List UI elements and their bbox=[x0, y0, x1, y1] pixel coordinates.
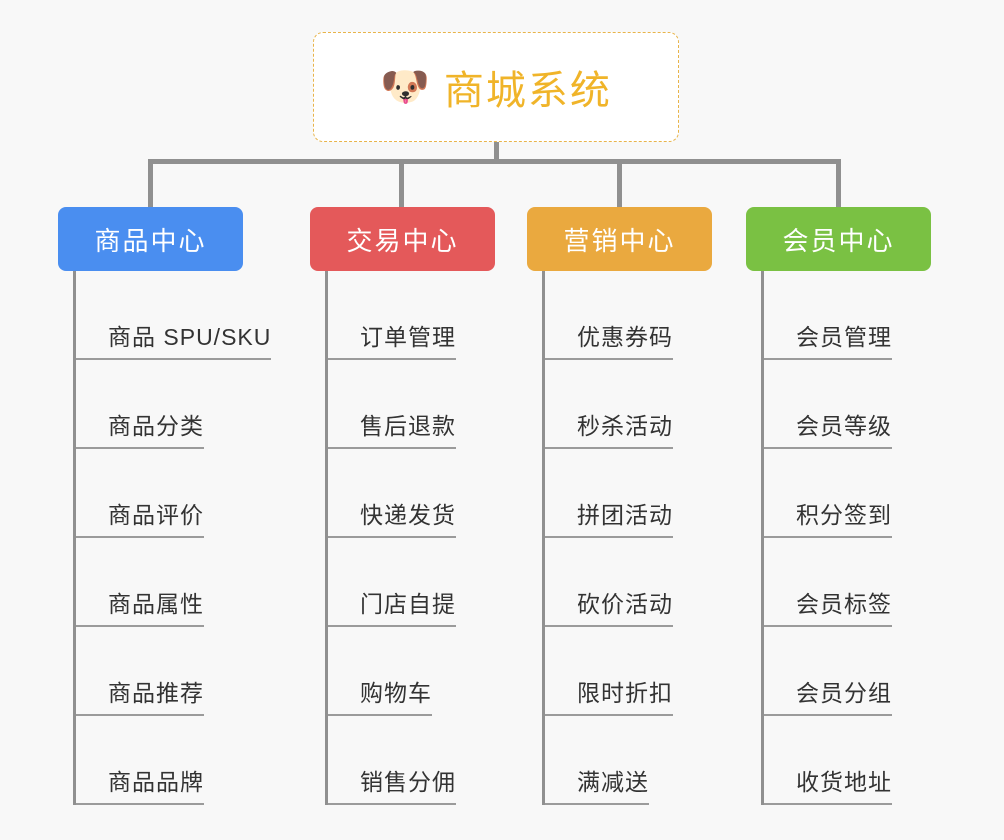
leaf-connector bbox=[764, 358, 796, 360]
list-item-label: 限时折扣 bbox=[577, 674, 673, 716]
leaf-connector bbox=[76, 358, 108, 360]
list-item-label: 会员分组 bbox=[796, 674, 892, 716]
leaf-connector bbox=[328, 625, 360, 627]
leaf-connector bbox=[545, 803, 577, 805]
list-item[interactable]: 优惠券码 bbox=[545, 271, 712, 360]
leaf-connector bbox=[764, 625, 796, 627]
root-node[interactable]: 🐶 商城系统 bbox=[313, 32, 679, 142]
list-item[interactable]: 会员分组 bbox=[764, 627, 931, 716]
list-item-label: 购物车 bbox=[360, 674, 432, 716]
leaf-connector bbox=[76, 714, 108, 716]
list-item-label: 秒杀活动 bbox=[577, 407, 673, 449]
leaf-connector bbox=[545, 625, 577, 627]
shiba-dog-face-icon: 🐶 bbox=[380, 65, 430, 109]
list-item[interactable]: 销售分佣 bbox=[328, 716, 495, 805]
leaf-list-4: 会员管理 会员等级 积分签到 会员标签 会员分组 收货地址 bbox=[761, 271, 931, 805]
list-item[interactable]: 砍价活动 bbox=[545, 538, 712, 627]
list-item-label: 商品推荐 bbox=[108, 674, 204, 716]
list-item-label: 商品分类 bbox=[108, 407, 204, 449]
leaf-connector bbox=[328, 358, 360, 360]
connector-drop-3 bbox=[617, 159, 622, 207]
leaf-connector bbox=[76, 625, 108, 627]
list-item-label: 积分签到 bbox=[796, 496, 892, 538]
leaf-connector bbox=[764, 714, 796, 716]
leaf-connector bbox=[76, 803, 108, 805]
list-item[interactable]: 购物车 bbox=[328, 627, 495, 716]
leaf-connector bbox=[545, 536, 577, 538]
list-item[interactable]: 商品品牌 bbox=[76, 716, 271, 805]
list-item[interactable]: 商品分类 bbox=[76, 360, 271, 449]
list-item[interactable]: 满减送 bbox=[545, 716, 712, 805]
list-item[interactable]: 限时折扣 bbox=[545, 627, 712, 716]
category-box-3[interactable]: 营销中心 bbox=[527, 207, 712, 271]
list-item-label: 商品 SPU/SKU bbox=[108, 318, 272, 360]
leaf-connector bbox=[328, 803, 360, 805]
leaf-list-1: 商品 SPU/SKU 商品分类 商品评价 商品属性 商品推荐 商品品牌 bbox=[73, 271, 272, 805]
list-item[interactable]: 收货地址 bbox=[764, 716, 931, 805]
list-item[interactable]: 门店自提 bbox=[328, 538, 495, 627]
list-item-label: 商品品牌 bbox=[108, 763, 204, 805]
list-item-label: 砍价活动 bbox=[577, 585, 673, 627]
list-item[interactable]: 秒杀活动 bbox=[545, 360, 712, 449]
connector-drop-4 bbox=[836, 159, 841, 207]
list-item-label: 满减送 bbox=[577, 763, 649, 805]
branch-column-4: 会员中心 会员管理 会员等级 积分签到 会员标签 会员分组 收货地址 bbox=[746, 207, 931, 805]
leaf-connector bbox=[764, 803, 796, 805]
list-item-label: 优惠券码 bbox=[577, 318, 673, 360]
list-item-label: 会员标签 bbox=[796, 585, 892, 627]
list-item-label: 拼团活动 bbox=[577, 496, 673, 538]
leaf-connector bbox=[764, 536, 796, 538]
list-item[interactable]: 商品评价 bbox=[76, 449, 271, 538]
list-item[interactable]: 会员标签 bbox=[764, 538, 931, 627]
leaf-connector bbox=[328, 714, 360, 716]
list-item-label: 会员管理 bbox=[796, 318, 892, 360]
category-box-4[interactable]: 会员中心 bbox=[746, 207, 931, 271]
connector-horizontal-bus bbox=[148, 159, 838, 164]
category-box-2[interactable]: 交易中心 bbox=[310, 207, 495, 271]
connector-drop-2 bbox=[399, 159, 404, 207]
list-item[interactable]: 订单管理 bbox=[328, 271, 495, 360]
leaf-connector bbox=[76, 536, 108, 538]
leaf-connector bbox=[76, 447, 108, 449]
leaf-list-2: 订单管理 售后退款 快递发货 门店自提 购物车 销售分佣 bbox=[325, 271, 495, 805]
category-box-1[interactable]: 商品中心 bbox=[58, 207, 243, 271]
leaf-connector bbox=[545, 358, 577, 360]
list-item[interactable]: 商品 SPU/SKU bbox=[76, 271, 272, 360]
list-item[interactable]: 积分签到 bbox=[764, 449, 931, 538]
list-item[interactable]: 商品属性 bbox=[76, 538, 271, 627]
branch-column-2: 交易中心 订单管理 售后退款 快递发货 门店自提 购物车 销售分佣 bbox=[310, 207, 495, 805]
leaf-connector bbox=[328, 447, 360, 449]
list-item[interactable]: 会员管理 bbox=[764, 271, 931, 360]
branch-column-3: 营销中心 优惠券码 秒杀活动 拼团活动 砍价活动 限时折扣 满减送 bbox=[527, 207, 712, 805]
list-item-label: 订单管理 bbox=[360, 318, 456, 360]
list-item[interactable]: 拼团活动 bbox=[545, 449, 712, 538]
leaf-connector bbox=[545, 714, 577, 716]
list-item-label: 快递发货 bbox=[360, 496, 456, 538]
leaf-connector bbox=[328, 536, 360, 538]
list-item-label: 收货地址 bbox=[796, 763, 892, 805]
list-item-label: 销售分佣 bbox=[360, 763, 456, 805]
leaf-list-3: 优惠券码 秒杀活动 拼团活动 砍价活动 限时折扣 满减送 bbox=[542, 271, 712, 805]
list-item-label: 门店自提 bbox=[360, 585, 456, 627]
connector-drop-1 bbox=[148, 159, 153, 207]
connector-root-stem bbox=[494, 142, 499, 164]
list-item-label: 售后退款 bbox=[360, 407, 456, 449]
list-item-label: 商品评价 bbox=[108, 496, 204, 538]
list-item-label: 会员等级 bbox=[796, 407, 892, 449]
list-item[interactable]: 售后退款 bbox=[328, 360, 495, 449]
root-title: 商城系统 bbox=[443, 69, 612, 113]
list-item[interactable]: 快递发货 bbox=[328, 449, 495, 538]
leaf-connector bbox=[545, 447, 577, 449]
branch-column-1: 商品中心 商品 SPU/SKU 商品分类 商品评价 商品属性 商品推荐 商品品牌 bbox=[58, 207, 272, 805]
leaf-connector bbox=[764, 447, 796, 449]
list-item-label: 商品属性 bbox=[108, 585, 204, 627]
list-item[interactable]: 商品推荐 bbox=[76, 627, 271, 716]
list-item[interactable]: 会员等级 bbox=[764, 360, 931, 449]
